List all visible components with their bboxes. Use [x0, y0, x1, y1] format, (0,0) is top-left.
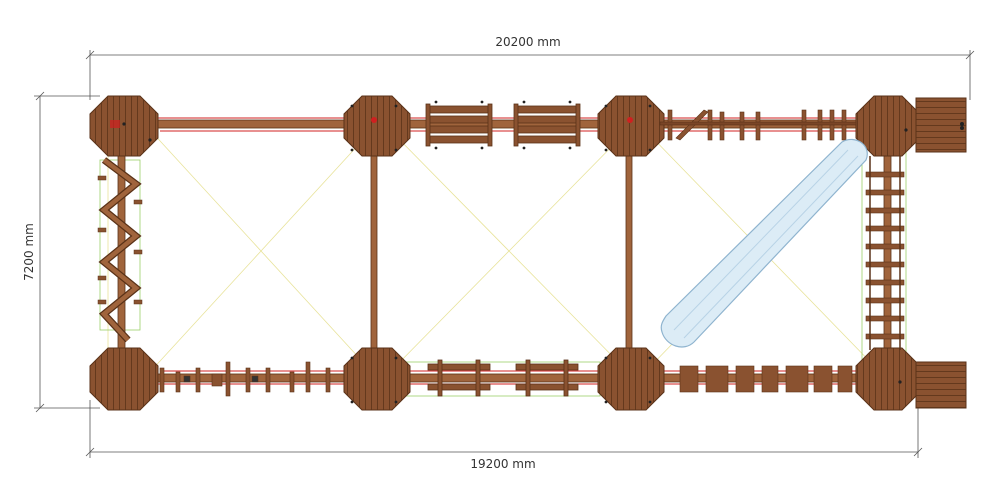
- tower-top-1: [89, 95, 159, 157]
- platform-right-bottom: [915, 361, 967, 409]
- tower-top-2: [343, 95, 411, 157]
- dimension-top: [85, 50, 975, 100]
- bridge-panel-bottom-1: [427, 359, 491, 397]
- tower-bottom-2: [343, 347, 411, 411]
- guide-lines-green: [99, 139, 907, 397]
- dimension-left-label: 7200 mm: [22, 223, 36, 281]
- dimension-bottom-label: 19200 mm: [470, 457, 535, 471]
- platform-right-top: [915, 97, 967, 153]
- bolt-markers: [122, 100, 964, 404]
- rope-bridge-bottom-right: [679, 365, 853, 393]
- rope-bridge-top-right: [659, 109, 857, 141]
- zigzag-climber-left: [97, 157, 143, 343]
- tower-bottom-4: [855, 347, 921, 411]
- tower-top-3: [597, 95, 665, 157]
- dimension-top-label: 20200 mm: [495, 35, 560, 49]
- dimension-bottom: [85, 400, 923, 458]
- bridge-panel-top-1: [425, 103, 493, 147]
- bridge-panel-bottom-2: [515, 359, 579, 397]
- bridge-panel-top-2: [513, 103, 581, 147]
- slide: [660, 138, 868, 348]
- tower-bottom-1: [89, 347, 159, 411]
- tower-bottom-3: [597, 347, 665, 411]
- dimension-left: [34, 91, 100, 413]
- rope-bridge-bottom-left: [159, 361, 331, 397]
- ladder-right: [865, 156, 905, 350]
